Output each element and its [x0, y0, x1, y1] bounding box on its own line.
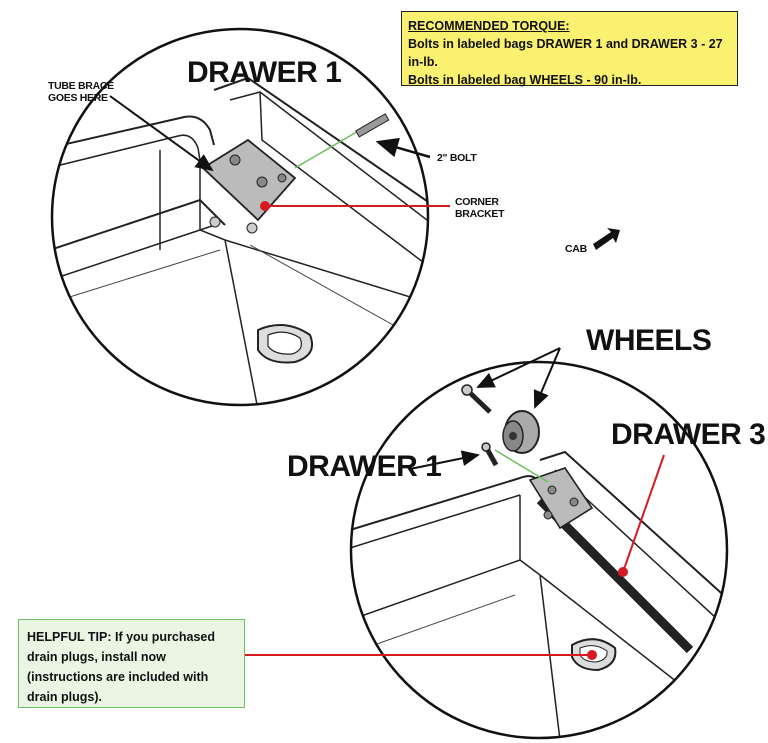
torque-info-box: RECOMMENDED TORQUE: Bolts in labeled bag…: [401, 11, 738, 87]
cab-label: CAB: [565, 243, 587, 255]
bottom-detail-circle: [349, 360, 729, 740]
tube-brace-label: TUBE BRACE GOES HERE: [48, 80, 114, 104]
bolt-leader: [375, 137, 431, 159]
drawer1-bottom-label: DRAWER 1: [287, 450, 442, 483]
torque-line-2: Bolts in labeled bag WHEELS - 90 in-lb.: [408, 73, 642, 87]
cab-arrow-icon: [593, 228, 620, 250]
tip-body: If you purchased drain plugs, install no…: [27, 630, 215, 704]
drawer3-dot: [618, 567, 628, 577]
wheel-part: [502, 410, 540, 454]
corner-bracket-label: CORNER BRACKET: [455, 196, 505, 220]
drawer3-label: DRAWER 3: [611, 418, 766, 451]
wheels-label: WHEELS: [586, 324, 712, 357]
drain-plug-dot: [587, 650, 597, 660]
wheel-bolt: [461, 384, 492, 414]
drawer3-leader: [622, 454, 665, 573]
torque-line-1: Bolts in labeled bags DRAWER 1 and DRAWE…: [408, 37, 723, 69]
helpful-tip-box: HELPFUL TIP: If you purchased drain plug…: [18, 619, 245, 708]
corner-bracket-dot: [260, 201, 270, 211]
tube-brace-leader: [109, 95, 214, 172]
wheels-leader-right: [533, 347, 561, 409]
wheels-leader-left: [476, 347, 561, 388]
drawer1-bottom-leader: [409, 450, 480, 470]
top-detail-circle: [50, 27, 430, 407]
torque-title: RECOMMENDED TORQUE:: [408, 19, 570, 33]
drawer1-top-label: DRAWER 1: [187, 56, 342, 89]
tip-heading: HELPFUL TIP:: [27, 630, 112, 644]
drawer1-bolt: [481, 442, 499, 467]
bolt-label: 2" BOLT: [437, 152, 477, 164]
